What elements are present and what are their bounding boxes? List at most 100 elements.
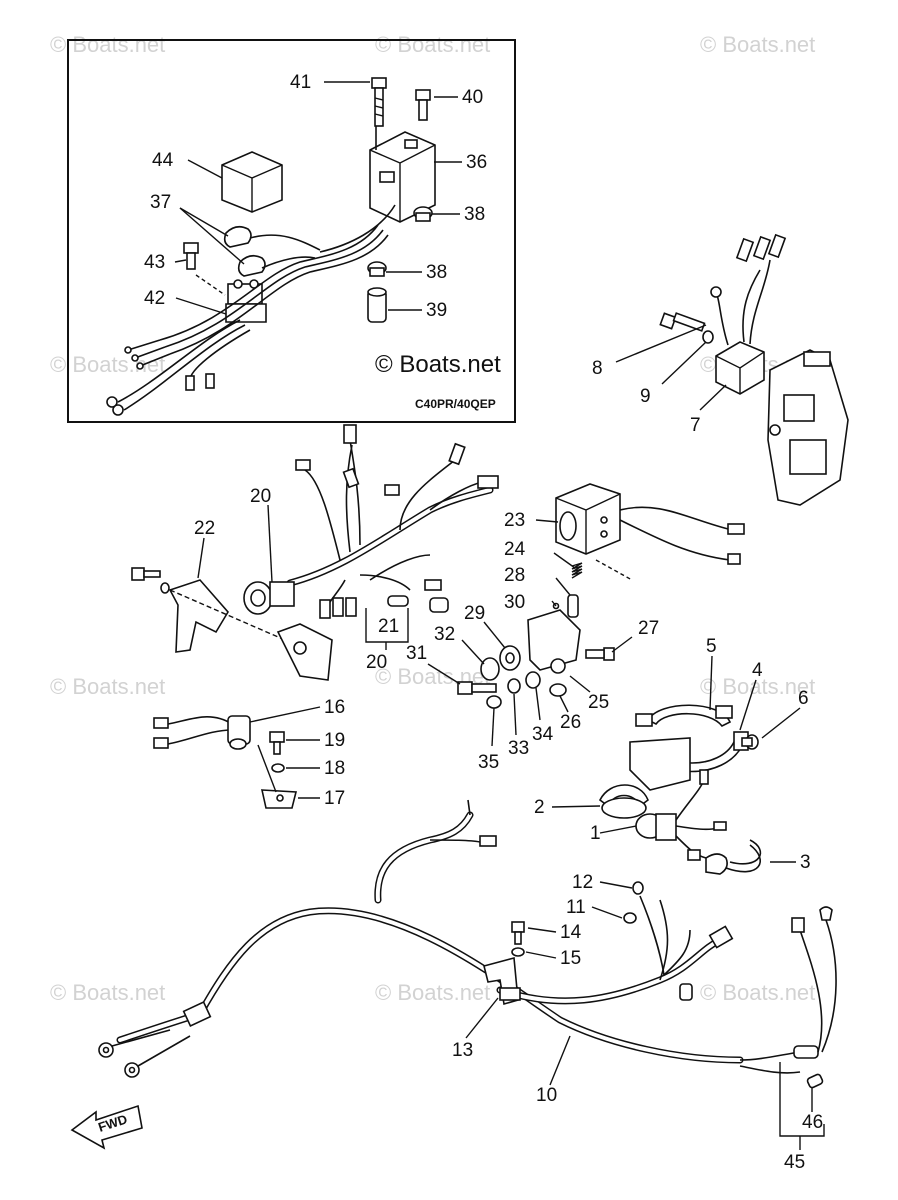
- grommet-32: [480, 657, 500, 681]
- grommet-38-lower: [367, 261, 387, 277]
- inset-border: [67, 39, 516, 423]
- callout-38: 38: [426, 262, 447, 283]
- callout-9: 9: [640, 386, 651, 407]
- callout-21: 21: [378, 616, 399, 637]
- watermark-text: © Boats.net: [375, 980, 490, 1005]
- callout-10: 10: [536, 1085, 557, 1106]
- bolt-19: [269, 731, 285, 755]
- callout-44: 44: [152, 150, 174, 171]
- callout-43: 43: [144, 252, 165, 273]
- watermark-text: © Boats.net: [375, 32, 490, 57]
- watermark-text: © Boats.net: [50, 32, 165, 57]
- collar-39: [367, 287, 387, 323]
- relay-23: [555, 483, 745, 565]
- callout-16: 16: [324, 697, 345, 718]
- nut-26: [549, 683, 567, 697]
- bolt-8: [659, 312, 706, 332]
- callout-46: 46: [802, 1112, 823, 1133]
- callout-5: 5: [706, 636, 717, 657]
- callout-6: 6: [798, 688, 809, 709]
- bolt-31: [457, 681, 497, 695]
- battery-harness-10: [98, 799, 837, 1078]
- callout-25: 25: [588, 692, 609, 713]
- grommet-38-upper: [413, 206, 433, 222]
- callout-4: 4: [752, 660, 763, 681]
- wire-harness-20: [243, 424, 499, 619]
- callout-19: 19: [324, 730, 345, 751]
- washer-18: [271, 763, 285, 773]
- band-5: [635, 704, 733, 728]
- sender-16: [153, 715, 251, 750]
- callout-45: 45: [784, 1152, 805, 1173]
- callout-8: 8: [592, 358, 603, 379]
- plug-21: [387, 595, 409, 607]
- bolt-27: [585, 647, 615, 661]
- callout-30: 30: [504, 592, 525, 613]
- callout-3: 3: [800, 852, 811, 873]
- switch-holder: [629, 737, 691, 791]
- washer-33: [507, 678, 521, 694]
- relay-44: [221, 151, 283, 213]
- watermark-text: © Boats.net: [50, 352, 165, 377]
- inset-watermark: © Boats.net: [375, 351, 501, 378]
- regulator-7: [710, 233, 787, 395]
- callout-11: 11: [566, 897, 586, 918]
- callout-40: 40: [462, 87, 483, 108]
- callout-24: 24: [504, 539, 526, 560]
- callout-20: 20: [366, 652, 387, 673]
- callout-35: 35: [478, 752, 499, 773]
- cover-2: [598, 784, 649, 819]
- callout-32: 32: [434, 624, 455, 645]
- callout-12: 12: [572, 872, 593, 893]
- cap-11: [623, 912, 637, 924]
- callout-41: 41: [290, 72, 311, 93]
- callout-39: 39: [426, 300, 447, 321]
- bolt-43: [183, 242, 199, 270]
- callout-22: 22: [194, 518, 215, 539]
- inset-model-code: C40PR/40QEP: [415, 397, 496, 411]
- caps-37: [223, 225, 266, 277]
- leader-lines: [174, 81, 825, 1150]
- clamp-13: [483, 956, 521, 1006]
- bolt-41: [371, 77, 387, 127]
- callout-28: 28: [504, 565, 525, 586]
- callout-14: 14: [560, 922, 582, 943]
- washer-9: [702, 330, 714, 344]
- bracket-22: [131, 567, 333, 681]
- watermark-text: © Boats.net: [700, 674, 815, 699]
- callout-17: 17: [324, 788, 345, 809]
- bracket-plate: [767, 349, 849, 506]
- callout-34: 34: [532, 724, 554, 745]
- callout-1: 1: [590, 823, 601, 844]
- callout-31: 31: [406, 643, 427, 664]
- inset-harness: [106, 126, 396, 416]
- callout-42: 42: [144, 288, 165, 309]
- watermark-text: © Boats.net: [700, 32, 815, 57]
- forward-arrow: FWD: [70, 1104, 143, 1150]
- callout-23: 23: [504, 510, 525, 531]
- terminal-12: [632, 881, 665, 976]
- plunger-28: [567, 594, 579, 618]
- callout-37: 37: [150, 192, 171, 213]
- clamp-17: [260, 789, 298, 809]
- watermark-text: © Boats.net: [700, 980, 815, 1005]
- callout-7: 7: [690, 415, 701, 436]
- callout-2: 2: [534, 797, 545, 818]
- callout-36: 36: [466, 152, 487, 173]
- washer-15: [511, 947, 525, 957]
- callout-33: 33: [508, 738, 529, 759]
- collar-29: [499, 645, 521, 671]
- callout-38: 38: [464, 204, 485, 225]
- watermark-text: © Boats.net: [50, 980, 165, 1005]
- callout-13: 13: [452, 1040, 473, 1061]
- callout-20: 20: [250, 486, 271, 507]
- rectifier-36: [369, 131, 436, 223]
- inset-panel: © Boats.net C40PR/40QEP: [67, 39, 516, 423]
- spring-24: [571, 562, 583, 579]
- washer-34: [525, 671, 541, 689]
- bracket-25: [527, 559, 633, 674]
- bolt-40: [415, 89, 431, 121]
- callout-26: 26: [560, 712, 581, 733]
- callout-29: 29: [464, 603, 485, 624]
